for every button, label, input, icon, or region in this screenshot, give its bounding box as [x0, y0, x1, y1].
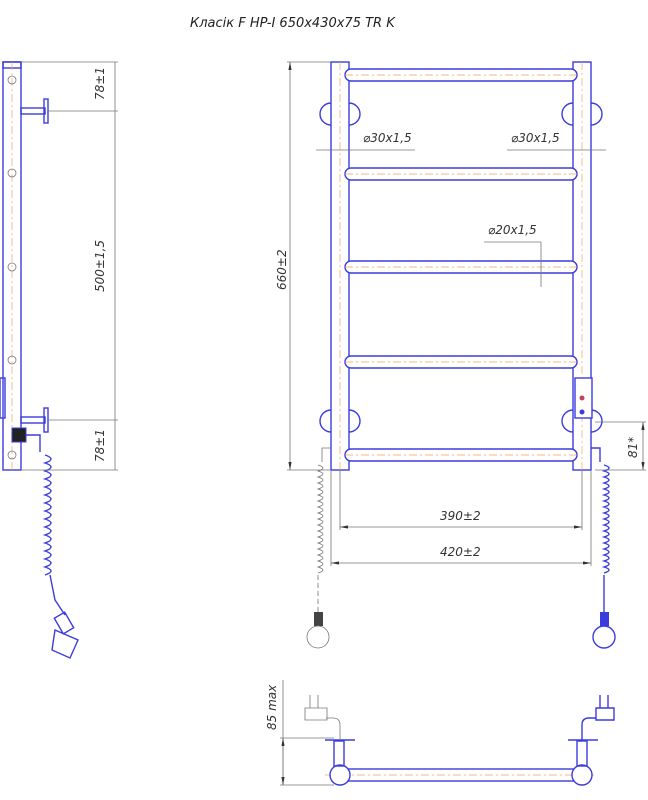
drawing-title: Класік F HP-I 650x430x75 TR K: [190, 16, 396, 31]
dim-rail-left: ⌀30x1,5: [363, 131, 412, 145]
dim-rail-right: ⌀30x1,5: [511, 131, 560, 145]
plug-right: [592, 625, 616, 649]
brackets: [319, 102, 603, 433]
plug-side: [51, 628, 79, 659]
dim-outer-width: 420±2: [440, 545, 481, 559]
rungs: [344, 68, 578, 462]
dim-side-bottom: 78±1: [93, 429, 107, 462]
side-view: 78±1 500±1,5 78±1: [0, 61, 118, 659]
plug-top-left: [304, 695, 328, 721]
top-view: 85 max: [265, 680, 615, 786]
dim-side-top: 78±1: [93, 67, 107, 100]
dim-height: 660±2: [275, 249, 289, 290]
dim-inner-width: 390±2: [440, 509, 481, 523]
wall-bracket-top: [20, 107, 46, 115]
wall-bracket-bottom: [20, 416, 46, 424]
dim-depth: 85 max: [265, 684, 279, 730]
front-view: 660±2 ⌀30x1,5 ⌀30x1,5 ⌀20x1,5 390±2 420±…: [275, 61, 646, 649]
spiral-cord-side: [42, 454, 52, 576]
dim-side-middle: 500±1,5: [93, 240, 107, 292]
control-box-side: [0, 377, 6, 419]
dim-bar: ⌀20x1,5: [488, 223, 537, 237]
spiral-cord-right: [601, 464, 610, 574]
plug-top-right: [595, 695, 615, 721]
dim-heater-offset: 81*: [626, 437, 640, 458]
plug-left: [306, 625, 330, 649]
spiral-cord-left: [316, 464, 324, 574]
